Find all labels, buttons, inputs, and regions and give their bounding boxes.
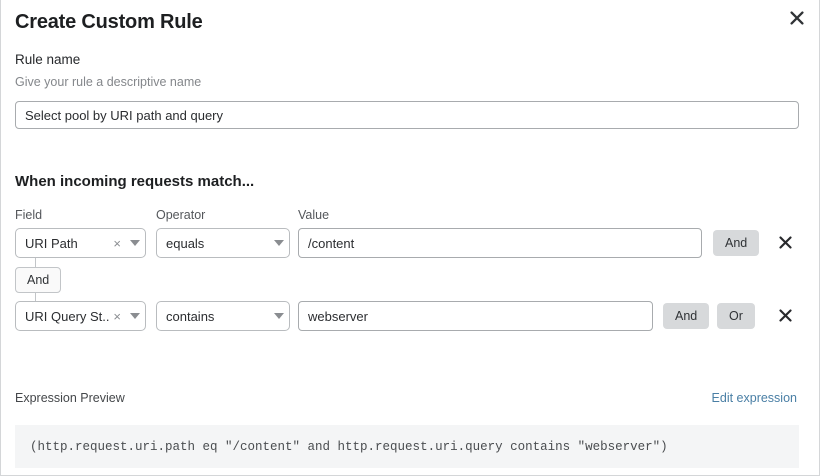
match-section-heading: When incoming requests match... bbox=[15, 173, 255, 190]
clear-icon[interactable]: × bbox=[113, 235, 121, 251]
connector-line-bottom bbox=[35, 293, 36, 304]
close-glyph bbox=[778, 235, 792, 249]
delete-condition-row-2[interactable] bbox=[773, 302, 797, 328]
or-button-row-2[interactable]: Or bbox=[717, 303, 755, 329]
operator-select-1[interactable]: equals bbox=[156, 228, 290, 258]
close-icon[interactable] bbox=[786, 7, 808, 29]
operator-select-1-value: equals bbox=[166, 235, 205, 251]
row-connector: And bbox=[15, 258, 125, 304]
column-header-field: Field bbox=[15, 208, 43, 222]
value-input-2[interactable] bbox=[298, 301, 653, 331]
clear-icon[interactable]: × bbox=[113, 308, 121, 324]
connector-and-badge[interactable]: And bbox=[15, 267, 62, 293]
close-glyph bbox=[778, 308, 792, 322]
operator-select-2[interactable]: contains bbox=[156, 301, 290, 331]
rule-name-help-text: Give your rule a descriptive name bbox=[15, 75, 202, 89]
rule-name-input[interactable] bbox=[15, 101, 799, 129]
and-button-row-1[interactable]: And bbox=[713, 230, 760, 256]
rule-name-label: Rule name bbox=[15, 52, 81, 67]
dialog-title: Create Custom Rule bbox=[15, 11, 203, 33]
field-select-1-value: URI Path bbox=[25, 235, 78, 251]
field-select-2[interactable]: URI Query St... × bbox=[15, 301, 146, 331]
chevron-down-icon[interactable] bbox=[125, 313, 145, 319]
chevron-down-icon[interactable] bbox=[269, 240, 289, 246]
column-header-value: Value bbox=[298, 208, 330, 222]
condition-row: URI Query St... × contains And Or bbox=[1, 301, 819, 331]
delete-condition-row-1[interactable] bbox=[773, 229, 797, 255]
expression-preview-code: (http.request.uri.path eq "/content" and… bbox=[15, 425, 799, 468]
column-header-operator: Operator bbox=[156, 208, 206, 222]
edit-expression-link[interactable]: Edit expression bbox=[711, 391, 797, 405]
connector-line-top bbox=[35, 258, 36, 267]
field-select-2-value: URI Query St... bbox=[25, 308, 110, 324]
field-select-1[interactable]: URI Path × bbox=[15, 228, 146, 258]
chevron-down-icon[interactable] bbox=[269, 313, 289, 319]
condition-row: URI Path × equals And bbox=[1, 228, 819, 258]
expression-preview-label: Expression Preview bbox=[15, 391, 125, 405]
operator-select-2-value: contains bbox=[166, 308, 215, 324]
and-button-row-2[interactable]: And bbox=[663, 303, 710, 329]
close-glyph bbox=[790, 11, 804, 25]
value-input-1[interactable] bbox=[298, 228, 702, 258]
chevron-down-icon[interactable] bbox=[125, 240, 145, 246]
